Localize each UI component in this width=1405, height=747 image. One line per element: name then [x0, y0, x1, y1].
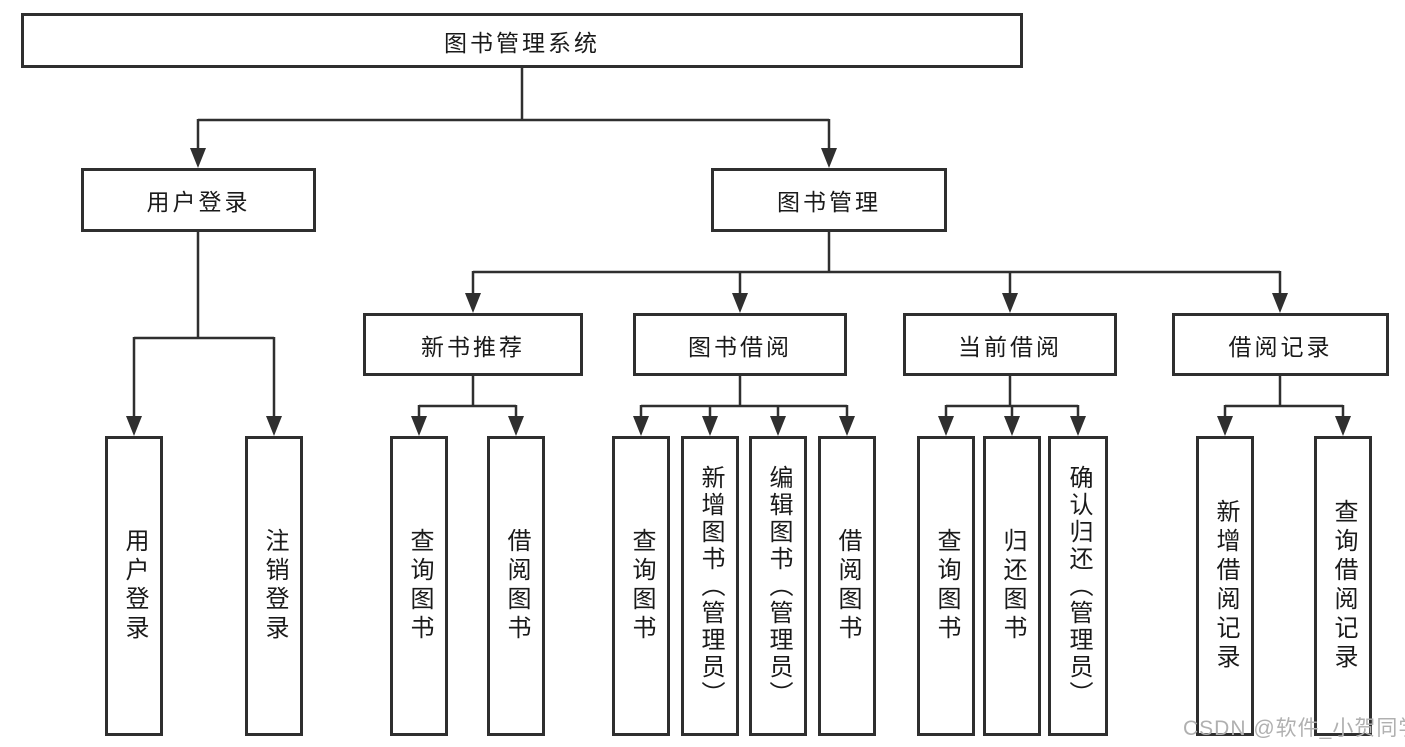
node-book-management: 图书管理	[711, 168, 947, 232]
node-library-system: 图书管理系统	[21, 13, 1023, 68]
leaf-edit-books-admin: 编辑图书（管理员）	[749, 436, 807, 736]
leaf-confirm-return-admin: 确认归还（管理员）	[1048, 436, 1108, 736]
leaf-query-books-recommend: 查询图书	[390, 436, 448, 736]
leaf-add-books-admin: 新增图书（管理员）	[681, 436, 739, 736]
leaf-user-login: 用户登录	[105, 436, 163, 736]
leaf-query-books-borrowing: 查询图书	[612, 436, 670, 736]
leaf-add-borrow-record: 新增借阅记录	[1196, 436, 1254, 736]
leaf-return-books: 归还图书	[983, 436, 1041, 736]
node-new-book-recommend: 新书推荐	[363, 313, 583, 376]
node-borrowing-records: 借阅记录	[1172, 313, 1389, 376]
node-book-borrowing: 图书借阅	[633, 313, 847, 376]
watermark: CSDN @软件_小贺同学	[1183, 717, 1405, 740]
leaf-borrow-books-borrowing: 借阅图书	[818, 436, 876, 736]
leaf-query-books-current: 查询图书	[917, 436, 975, 736]
leaf-query-borrow-record: 查询借阅记录	[1314, 436, 1372, 736]
node-current-borrowing: 当前借阅	[903, 313, 1117, 376]
node-user-login: 用户登录	[81, 168, 316, 232]
leaf-logout: 注销登录	[245, 436, 303, 736]
leaf-borrow-books-recommend: 借阅图书	[487, 436, 545, 736]
